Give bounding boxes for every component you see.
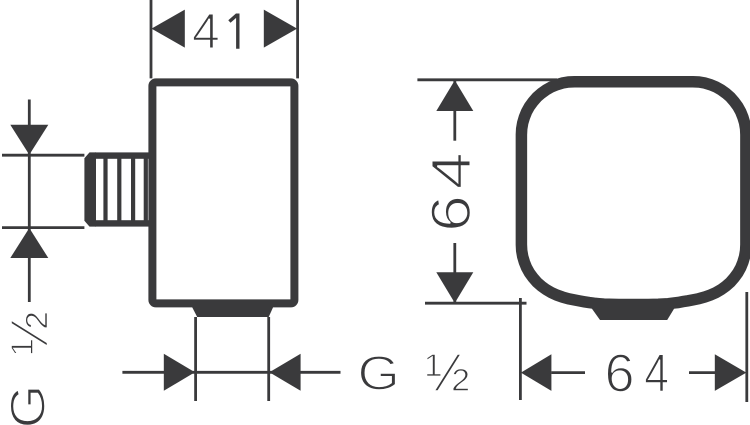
svg-text:6: 6: [605, 344, 635, 404]
svg-text:½: ½: [1, 311, 60, 355]
svg-text:G: G: [2, 385, 56, 425]
svg-text:4: 4: [419, 152, 482, 189]
svg-text:4: 4: [644, 344, 669, 404]
svg-text:G: G: [358, 347, 400, 401]
svg-text:4: 4: [192, 4, 220, 60]
svg-text:½: ½: [425, 343, 470, 403]
svg-text:6: 6: [419, 195, 482, 232]
